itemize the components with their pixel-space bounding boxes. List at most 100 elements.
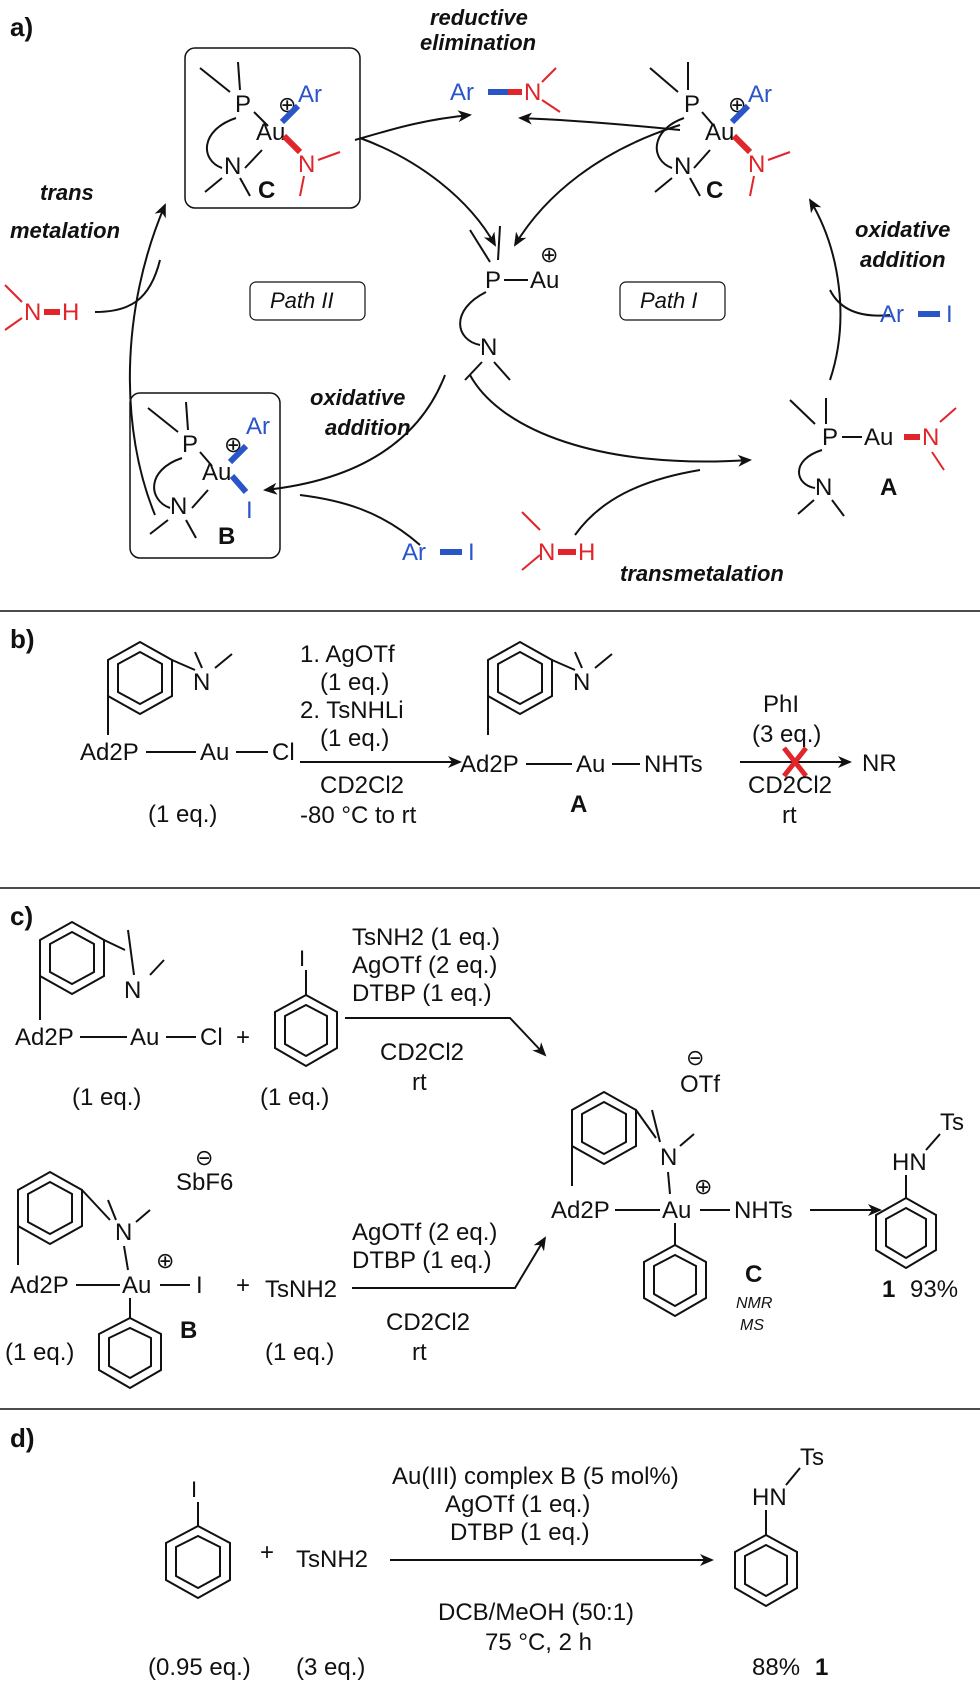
svg-text:NR: NR [862,750,897,777]
svg-text:NHTs: NHTs [734,1197,793,1224]
caption-oxidative-right: oxidative [855,217,950,242]
svg-text:HN: HN [892,1149,927,1176]
svg-text:(1 eq.): (1 eq.) [72,1084,141,1111]
svg-text:Au: Au [200,739,229,766]
svg-text:AgOTf (1 eq.): AgOTf (1 eq.) [445,1491,590,1518]
svg-text:P: P [235,91,251,118]
panel-a-label: a) [10,12,33,42]
svg-text:(1 eq.): (1 eq.) [148,801,217,828]
svg-text:N: N [922,424,939,451]
svg-text:P: P [182,431,198,458]
svg-text:(1 eq.): (1 eq.) [5,1339,74,1366]
arrow-c1 [345,1017,547,1057]
svg-text:rt: rt [782,802,797,829]
svg-text:93%: 93% [910,1276,958,1303]
svg-text:Ts: Ts [800,1444,824,1471]
panel-c-label: c) [10,901,33,931]
svg-text:OTf: OTf [680,1071,720,1098]
svg-text:75 °C, 2 h: 75 °C, 2 h [485,1629,592,1656]
caption-trans: trans [40,180,94,205]
svg-text:Ts: Ts [940,1109,964,1136]
svg-text:C: C [745,1261,762,1288]
svg-text:DTBP (1 eq.): DTBP (1 eq.) [450,1519,590,1546]
svg-text:B: B [180,1317,197,1344]
ari-arrow-bottom [299,494,421,546]
svg-text:N: N [24,299,41,326]
svg-text:+: + [260,1539,274,1566]
svg-text:Ad2P: Ad2P [551,1197,610,1224]
svg-text:⊖: ⊖ [195,1145,213,1170]
svg-text:AgOTf (2 eq.): AgOTf (2 eq.) [352,952,497,979]
svg-text:+: + [236,1024,250,1051]
svg-text:CD2Cl2: CD2Cl2 [386,1309,470,1336]
svg-text:N: N [573,669,590,696]
svg-text:⊕: ⊕ [540,242,558,267]
caption-elimination: elimination [420,30,536,55]
svg-text:-80 °C to rt: -80 °C to rt [300,802,417,829]
svg-text:(3 eq.): (3 eq.) [296,1654,365,1681]
svg-text:N: N [538,539,555,566]
svg-text:N: N [170,493,187,520]
svg-text:N: N [298,151,315,178]
svg-text:88%: 88% [752,1654,800,1681]
svg-text:⊕: ⊕ [156,1248,174,1273]
panel-b-label: b) [10,624,35,654]
svg-text:(1 eq.): (1 eq.) [265,1339,334,1366]
caption-addition-right: addition [860,247,946,272]
complex-c-left-box [184,47,361,209]
svg-text:MS: MS [740,1317,764,1334]
arc-bottom-left [263,374,446,495]
svg-text:rt: rt [412,1339,427,1366]
svg-text:C: C [706,177,723,204]
path-i-label: Path I [640,288,697,313]
svg-text:I: I [196,1272,203,1299]
prod-n: N [524,79,541,106]
svg-text:Au: Au [705,119,734,146]
panel-d-label: d) [10,1423,35,1453]
svg-text:I: I [468,539,475,566]
arrow-to-product-left [354,110,472,141]
prod-ar: Ar [450,79,474,106]
svg-text:Ar: Ar [246,413,270,440]
path-ii-label: Path II [270,288,334,313]
svg-text:CD2Cl2: CD2Cl2 [380,1039,464,1066]
svg-text:P: P [822,424,838,451]
arc-right-up [808,198,842,381]
svg-text:NMR: NMR [736,1295,773,1312]
svg-text:Ar: Ar [298,81,322,108]
svg-text:Au(III) complex B (5 mol%): Au(III) complex B (5 mol%) [392,1463,679,1490]
arrow-c2 [352,1236,547,1289]
svg-text:N: N [115,1219,132,1246]
svg-text:(1 eq.): (1 eq.) [260,1084,329,1111]
svg-text:(1 eq.): (1 eq.) [320,669,389,696]
caption-oxidative-left: oxidative [310,385,405,410]
complex-b-box [129,392,281,559]
ari-arrow-right [829,289,891,317]
svg-text:DTBP (1 eq.): DTBP (1 eq.) [352,1247,492,1274]
nh-arrow-bottom [574,469,701,536]
svg-text:Au: Au [530,267,559,294]
svg-text:N: N [748,151,765,178]
svg-text:P: P [684,91,700,118]
svg-text:I: I [299,946,305,971]
svg-text:CD2Cl2: CD2Cl2 [320,772,404,799]
svg-text:H: H [578,539,595,566]
svg-text:Ad2P: Ad2P [15,1024,74,1051]
svg-text:1: 1 [815,1654,828,1681]
svg-text:DCB/MeOH (50:1): DCB/MeOH (50:1) [438,1599,634,1626]
arrow-to-product-right [518,112,681,131]
svg-text:A: A [880,474,897,501]
caption-reductive: reductive [430,5,528,30]
svg-text:N: N [660,1144,677,1171]
svg-text:A: A [570,791,587,818]
svg-text:TsNH2: TsNH2 [296,1546,368,1573]
nh-arrow-left [94,259,161,313]
svg-text:Au: Au [864,424,893,451]
svg-text:AgOTf (2 eq.): AgOTf (2 eq.) [352,1219,497,1246]
caption-addition-left: addition [325,415,411,440]
arc-left-up [128,203,166,516]
svg-text:C: C [258,177,275,204]
svg-text:Cl: Cl [272,739,295,766]
caption-metalation: metalation [10,218,120,243]
